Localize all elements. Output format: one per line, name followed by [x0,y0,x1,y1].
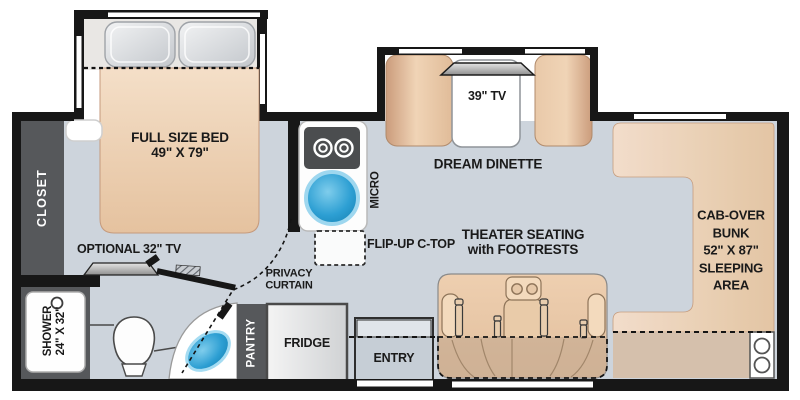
bath-door-leaf [216,301,233,320]
wall-right [777,112,789,391]
fridge-box [265,302,349,383]
bath-sink-icon [185,330,231,372]
bunk-platform [612,122,775,333]
toilet-base [121,363,147,377]
wall-top-left [12,112,74,121]
window-gap [525,49,585,54]
bed-mattress [99,67,260,234]
footrest-dashed-outline [437,336,608,379]
pantry-block [237,304,267,381]
window-gap [399,49,462,54]
window-gap [452,381,593,388]
wall-top-mid [265,112,379,121]
pillow [110,26,170,63]
cupholder-icon [526,283,538,295]
window-gap [260,34,265,104]
footrest-seams [451,338,594,378]
cupholder-icon [753,356,771,374]
bathroom [20,287,238,380]
sofa-center-seat [503,298,545,337]
window-gap [108,12,260,17]
toilet-icon [112,316,156,367]
closet-and-partition [12,121,236,291]
dinette-slide [377,47,598,148]
burner-icon [334,138,354,158]
door-post [145,254,160,268]
bath-partition-wall [12,275,100,287]
theater-seating [437,273,608,379]
cupholder-icon [753,337,771,355]
pillow [178,21,256,68]
entry-door-gap [357,380,433,387]
burner-icon [313,138,333,158]
slide-wall-right [590,47,598,121]
closet-block [20,121,64,275]
sofa-armrest [587,293,606,338]
slide-wall-top [377,47,598,55]
optional-tv-icon [82,262,160,276]
window-gap [76,36,82,108]
window-gap [634,114,726,119]
exterior-walls [12,112,789,391]
kitchen-wall [288,119,300,232]
dinette-bench [385,54,454,147]
footrest-area [438,337,607,378]
nightstand [65,119,103,142]
shower-drain-icon [50,296,64,310]
shower-pan [25,291,86,373]
cab-over-bunk [612,122,775,379]
pillow [184,26,250,63]
kitchen [288,119,368,266]
wall-left [12,112,21,391]
grab-bar [153,346,180,352]
tv-39-icon [439,62,536,76]
cupholder-icon [511,283,523,295]
bedroom-slide [65,10,268,234]
entry-upper-step [356,319,432,338]
door-leaf [156,268,236,291]
kitchen-sink-icon [304,170,360,226]
privacy-curtain-dashed-line [181,218,292,374]
slide-wall-left [377,47,385,121]
dinette-bench [534,54,593,147]
cab-dash-strip [613,332,774,378]
flip-up-countertop [314,230,366,266]
dinette-table [451,59,521,148]
